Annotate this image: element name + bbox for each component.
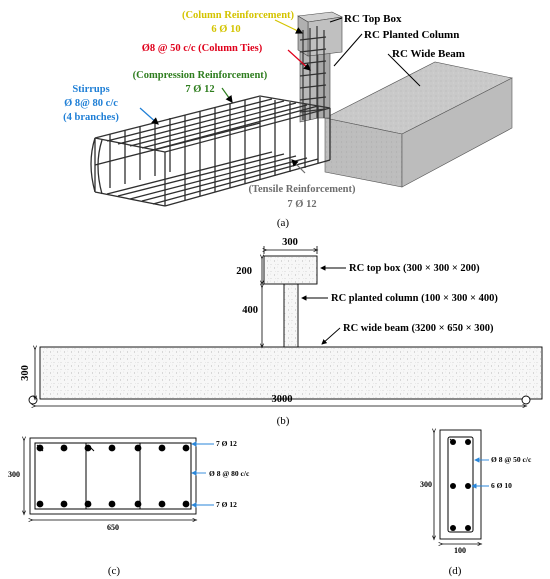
label-stirrups: Stirrups (72, 84, 109, 95)
caption-d: (d) (449, 565, 462, 577)
top-box-elevation (263, 255, 318, 285)
right-support-roller (521, 395, 531, 405)
dim-column-height: 400 (242, 305, 258, 316)
panel-a-3d-view: (Column Reinforcement) 6 Ø 10 Ø8 @ 50 c/… (63, 10, 513, 229)
dim-box-height: 200 (236, 266, 252, 277)
dim-beam-depth: 300 (20, 365, 31, 381)
label-rc-planted-column: RC Planted Column (364, 29, 459, 41)
label-tensile-value: 7 Ø 12 (287, 199, 316, 210)
left-support-roller (28, 395, 38, 405)
label-d-ties: Ø 8 @ 50 c/c (491, 455, 532, 464)
leader-wide-beam (387, 53, 421, 87)
beam-reinforcement-cage (90, 95, 331, 207)
column-section-outline (439, 429, 482, 540)
leader-top-box (329, 17, 343, 23)
leader-compression (221, 87, 233, 103)
panel-d-column-section: 300 100 Ø 8 @ 50 c/c 6 Ø 10 (d) (420, 430, 532, 577)
caption-b: (b) (277, 415, 290, 427)
dim-d-height: 300 (420, 480, 432, 489)
label-beam-elev: RC wide beam (3200 × 650 × 300) (343, 323, 494, 334)
leader-column-ties (287, 49, 311, 71)
beam-top-bars (36, 444, 190, 452)
label-column-reinforcement-value: 6 Ø 10 (211, 24, 240, 35)
label-compression-value: 7 Ø 12 (185, 84, 214, 95)
label-column-ties: Ø8 @ 50 c/c (Column Ties) (142, 43, 263, 54)
wide-beam-3d (324, 61, 513, 188)
column-bars (450, 439, 471, 531)
planted-column-elevation (283, 283, 299, 348)
label-c-stirrups: Ø 8 @ 80 c/c (209, 469, 250, 478)
label-rc-top-box: RC Top Box (344, 13, 402, 25)
dim-c-width: 650 (107, 523, 119, 532)
dim-span: 3000 (272, 394, 293, 405)
label-stirrups-branches: (4 branches) (63, 112, 119, 123)
panel-b-elevation: 300 200 400 300 3000 RC top box (300 × 3… (20, 237, 543, 427)
label-tensile: (Tensile Reinforcement) (248, 184, 356, 195)
label-c-top-bars: 7 Ø 12 (216, 439, 237, 448)
label-column-reinforcement: (Column Reinforcement) (182, 10, 295, 21)
label-top-box-elev: RC top box (300 × 300 × 200) (349, 263, 480, 274)
label-rc-wide-beam: RC Wide Beam (392, 48, 465, 60)
caption-c: (c) (108, 565, 121, 577)
panel-c-beam-section: 300 650 7 Ø 12 Ø 8 @ 80 c/c 7 Ø 12 (c) (8, 438, 250, 577)
dimension-lines (34, 246, 525, 406)
leader-column-reinforcement (274, 19, 304, 34)
leader-planted-column (333, 33, 363, 67)
label-d-bars: 6 Ø 10 (491, 481, 512, 490)
leader-stirrups (139, 107, 159, 125)
dim-top-width: 300 (282, 237, 298, 248)
caption-a: (a) (277, 217, 290, 229)
dim-d-width: 100 (454, 546, 466, 555)
label-compression: (Compression Reinforcement) (133, 70, 268, 81)
column-reinforcement-cage (299, 26, 327, 120)
dim-c-height: 300 (8, 470, 20, 479)
wide-beam-elevation (39, 346, 543, 400)
leader-tensile (291, 159, 306, 174)
label-column-elev: RC planted column (100 × 300 × 400) (331, 293, 498, 304)
beam-bottom-bars (36, 500, 190, 508)
arrow-beam (321, 327, 341, 345)
label-c-bottom-bars: 7 Ø 12 (216, 500, 237, 509)
label-stirrups-spacing: Ø 8@ 80 c/c (64, 98, 118, 109)
